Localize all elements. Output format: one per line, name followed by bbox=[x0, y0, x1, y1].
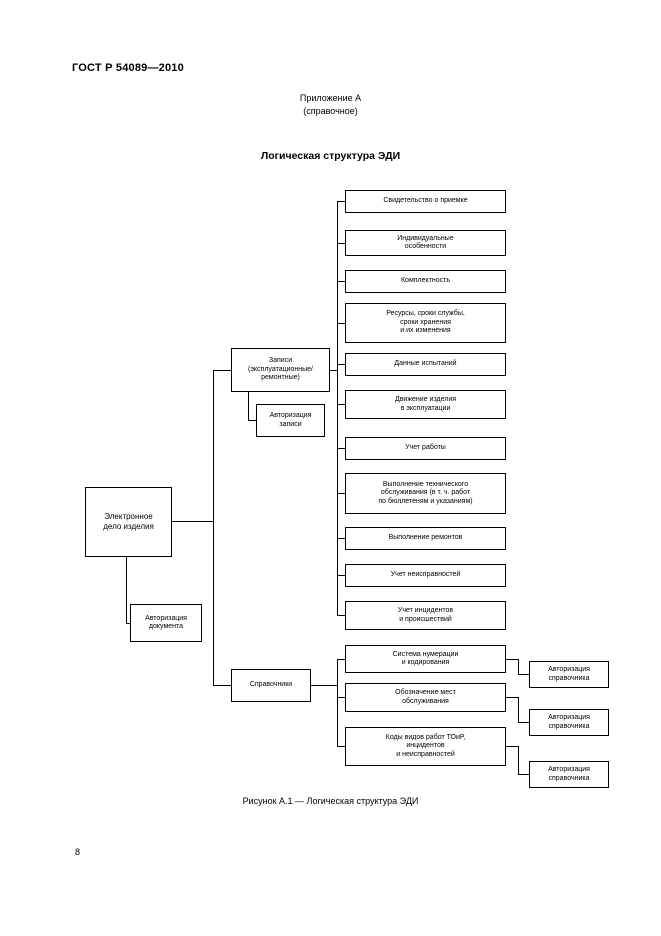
annex-subtitle: (справочное) bbox=[303, 106, 358, 117]
connector-line bbox=[506, 746, 518, 747]
connector-line bbox=[337, 201, 338, 616]
connector-line bbox=[213, 685, 231, 686]
page-number: 8 bbox=[75, 847, 81, 857]
connector-line bbox=[337, 201, 345, 202]
connector-line bbox=[518, 674, 529, 675]
connector-line bbox=[311, 685, 338, 686]
node-individual-features: Индивидуальные особенности bbox=[345, 230, 506, 256]
node-document-authorization: Авторизация документа bbox=[130, 604, 202, 642]
connector-line bbox=[337, 404, 345, 405]
connector-line bbox=[337, 746, 345, 747]
connector-line bbox=[248, 392, 249, 421]
connector-line bbox=[337, 493, 345, 494]
connector-line bbox=[506, 659, 518, 660]
connector-line bbox=[337, 281, 345, 282]
connector-line bbox=[518, 746, 519, 775]
node-repairs-execution: Выполнение ремонтов bbox=[345, 527, 506, 550]
node-faults-accounting: Учет неисправностей bbox=[345, 564, 506, 587]
connector-line bbox=[126, 623, 130, 624]
figure-caption: Рисунок А.1 — Логическая структура ЭДИ bbox=[242, 796, 419, 806]
connector-line bbox=[213, 370, 231, 371]
connector-line bbox=[337, 538, 345, 539]
connector-line bbox=[518, 697, 519, 723]
node-reference-authorization-2: Авторизация справочника bbox=[529, 709, 609, 736]
connector-line bbox=[337, 448, 345, 449]
diagram-title: Логическая структура ЭДИ bbox=[260, 150, 401, 162]
connector-line bbox=[337, 364, 345, 365]
connector-line bbox=[126, 557, 127, 623]
connector-line bbox=[337, 659, 338, 747]
connector-line bbox=[248, 420, 256, 421]
node-numbering-system: Система нумерации и кодирования bbox=[345, 645, 506, 673]
node-reference-authorization-3: Авторизация справочника bbox=[529, 761, 609, 788]
connector-line bbox=[337, 575, 345, 576]
node-work-accounting: Учет работы bbox=[345, 437, 506, 460]
node-resources-lifetimes: Ресурсы, сроки службы, сроки хранения и … bbox=[345, 303, 506, 343]
annex-title: Приложение А bbox=[299, 93, 362, 103]
connector-line bbox=[337, 659, 345, 660]
connector-line bbox=[518, 774, 529, 775]
node-record-authorization: Авторизация записи bbox=[256, 404, 325, 437]
document-number: ГОСТ Р 54089—2010 bbox=[72, 62, 184, 74]
connector-line bbox=[337, 615, 345, 616]
connector-line bbox=[330, 370, 338, 371]
node-acceptance-certificate: Свидетельство о приемке bbox=[345, 190, 506, 213]
connector-line bbox=[518, 722, 529, 723]
connector-line bbox=[213, 370, 214, 686]
connector-line bbox=[337, 243, 345, 244]
annex-heading: Приложение А (справочное) bbox=[0, 92, 661, 118]
node-completeness: Комплектность bbox=[345, 270, 506, 293]
node-records: Записи (эксплуатационные/ ремонтные) bbox=[231, 348, 330, 392]
node-incidents-accounting: Учет инцидентов и происшествий bbox=[345, 601, 506, 630]
node-work-type-codes: Коды видов работ ТОиР, инцидентов и неис… bbox=[345, 727, 506, 766]
node-reference-authorization-1: Авторизация справочника bbox=[529, 661, 609, 688]
node-test-data: Данные испытаний bbox=[345, 353, 506, 376]
connector-line bbox=[337, 323, 345, 324]
node-references: Справочники bbox=[231, 669, 311, 702]
node-electronic-dossier: Электронное дело изделия bbox=[85, 487, 172, 557]
connector-line bbox=[172, 521, 213, 522]
node-service-locations: Обозначение мест обслуживания bbox=[345, 683, 506, 712]
connector-line bbox=[518, 659, 519, 675]
connector-line bbox=[506, 697, 518, 698]
node-maintenance-execution: Выполнение технического обслуживания (в … bbox=[345, 473, 506, 514]
node-movement-in-operation: Движение изделия в эксплуатации bbox=[345, 390, 506, 419]
connector-line bbox=[337, 697, 345, 698]
